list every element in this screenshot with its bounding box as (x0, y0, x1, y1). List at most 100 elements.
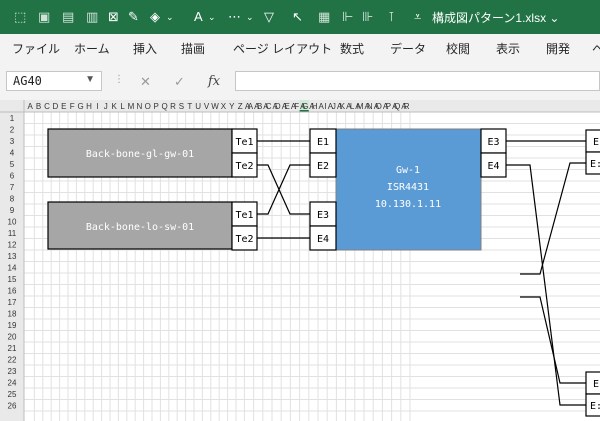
select-arrow-icon[interactable]: ↖ (292, 9, 303, 24)
formula-bar: AG40 ▼ ⋮ ✕ ✓ fx (0, 62, 600, 101)
router-box (335, 128, 482, 251)
row-header: 21 (8, 344, 17, 353)
name-box[interactable]: AG40 ▼ (6, 71, 102, 91)
row-header: 8 (10, 195, 15, 204)
tab-formulas[interactable]: 数式 (340, 42, 365, 56)
tab-layout[interactable]: ページ レイアウト (233, 42, 333, 56)
row-header: 14 (8, 264, 17, 273)
port-edge-top1-label: E (593, 137, 599, 148)
port-sw1-te2-box (231, 152, 258, 178)
row-header: 13 (8, 252, 17, 261)
tab-home[interactable]: ホーム (74, 42, 110, 56)
enter-icon[interactable]: ✓ (174, 74, 185, 89)
link-e4-edge-bottom (506, 164, 586, 406)
tab-view[interactable]: 表示 (496, 42, 521, 56)
format-icon[interactable]: ⊺ (388, 9, 395, 24)
border-icon[interactable]: ⋯ (228, 9, 241, 24)
column-header: N (137, 102, 143, 111)
clear-format-icon[interactable]: ⊠ (108, 9, 119, 24)
column-header: AB (254, 102, 262, 111)
column-header: W (211, 102, 219, 111)
row-header: 7 (10, 183, 15, 192)
tab-review[interactable]: 校閲 (446, 42, 471, 56)
tab-insert[interactable]: 挿入 (133, 42, 158, 56)
tab-help[interactable]: ヘ (592, 42, 600, 56)
font-color-icon[interactable]: A (194, 9, 203, 24)
align-left-icon[interactable]: ⊩ (342, 9, 354, 24)
row-header: 3 (10, 137, 15, 146)
row-header: 18 (8, 310, 17, 319)
name-box-value: AG40 (13, 74, 42, 88)
filter-icon[interactable]: ▽ (264, 9, 274, 24)
column-header: F (70, 102, 75, 111)
save-icon[interactable]: ▣ (38, 9, 51, 24)
column-header: T (187, 102, 192, 111)
port-gw-e4-left-box (309, 225, 337, 251)
column-header: AF (291, 102, 299, 111)
column-header: I (96, 102, 98, 111)
router-label-3: 10.130.1.11 (375, 199, 441, 210)
port-gw-e3-left-label: E3 (317, 210, 329, 221)
merge-icon[interactable]: ▦ (318, 9, 331, 24)
row-header: 15 (8, 275, 17, 284)
fill-color-icon[interactable]: ◈ (150, 9, 160, 24)
port-sw1-te2-label: Te2 (235, 161, 253, 172)
row-header: 25 (8, 390, 17, 399)
port-sw2-te1-label: Te1 (235, 210, 253, 221)
border-dropdown-icon[interactable]: ⌄ (246, 12, 254, 22)
tab-data[interactable]: データ (390, 42, 427, 56)
font-color-dropdown-icon[interactable]: ⌄ (208, 12, 216, 22)
switch-label-1: Back-bone-gl-gw-01 (86, 149, 194, 160)
cancel-icon[interactable]: ✕ (140, 74, 151, 89)
column-header: C (44, 102, 50, 111)
insert-function-icon[interactable]: fx (208, 74, 221, 89)
switch-label-2: Back-bone-lo-sw-01 (86, 222, 194, 233)
chevron-down-icon[interactable]: ▼ (85, 74, 95, 85)
column-header: E (61, 102, 66, 111)
format-painter-icon[interactable]: ✎ (128, 9, 139, 24)
more-icon[interactable]: ⩡ (414, 9, 422, 24)
column-header: AI (319, 102, 327, 111)
column-header: L (120, 102, 125, 111)
ribbon-tabs: ファイル ホーム 挿入 描画 ページ レイアウト 数式 データ 校閲 表示 開発… (0, 34, 600, 63)
port-edge-bot1-label: E (593, 379, 599, 390)
file-title[interactable]: 構成図パターン1.xlsx ⌄ (432, 11, 560, 25)
row-header: 19 (8, 321, 17, 330)
tab-file[interactable]: ファイル (12, 42, 61, 56)
column-header: AH (309, 102, 317, 111)
port-gw-e2-label: E2 (317, 161, 329, 172)
switch-box-2 (47, 201, 233, 250)
row-header: 11 (8, 229, 17, 238)
column-header: U (195, 102, 201, 111)
link-sw1te2-e3 (257, 164, 310, 215)
port-sw2-te2-label: Te2 (235, 234, 253, 245)
column-header: AO (374, 102, 382, 111)
autosave-icon[interactable]: ⬚ (14, 9, 27, 24)
title-bar: ⬚ ▣ ▤ ▥ ⊠ ✎ ◈ ⌄ A ⌄ ⋯ ⌄ ▽ ↖ ▦ ⊩ ⊪ ⊺ ⩡ 構成… (0, 0, 600, 34)
port-edge-bot2-label: E: (590, 401, 600, 412)
fill-color-dropdown-icon[interactable]: ⌄ (166, 12, 174, 22)
column-header: P (154, 102, 159, 111)
link-edge-top2 (520, 162, 586, 275)
undo-icon[interactable]: ▤ (62, 9, 75, 24)
column-header: AC (263, 102, 271, 111)
column-header: J (104, 102, 108, 111)
align-right-icon[interactable]: ⊪ (362, 9, 374, 24)
column-header: S (179, 102, 184, 111)
column-header: Q (161, 102, 167, 111)
column-header: AD (273, 102, 281, 111)
port-gw-e1-label: E1 (317, 137, 329, 148)
row-header: 23 (8, 367, 17, 376)
column-header: AQ (392, 102, 400, 111)
redo-icon[interactable]: ▥ (86, 9, 99, 24)
column-header: A (28, 102, 34, 111)
row-header: 17 (8, 298, 17, 307)
tab-developer[interactable]: 開発 (546, 42, 571, 56)
formula-input[interactable] (235, 71, 600, 91)
tab-draw[interactable]: 描画 (181, 42, 206, 56)
column-header: R (170, 102, 176, 111)
row-header: 4 (10, 149, 15, 158)
port-sw2-te2-box (231, 225, 258, 251)
